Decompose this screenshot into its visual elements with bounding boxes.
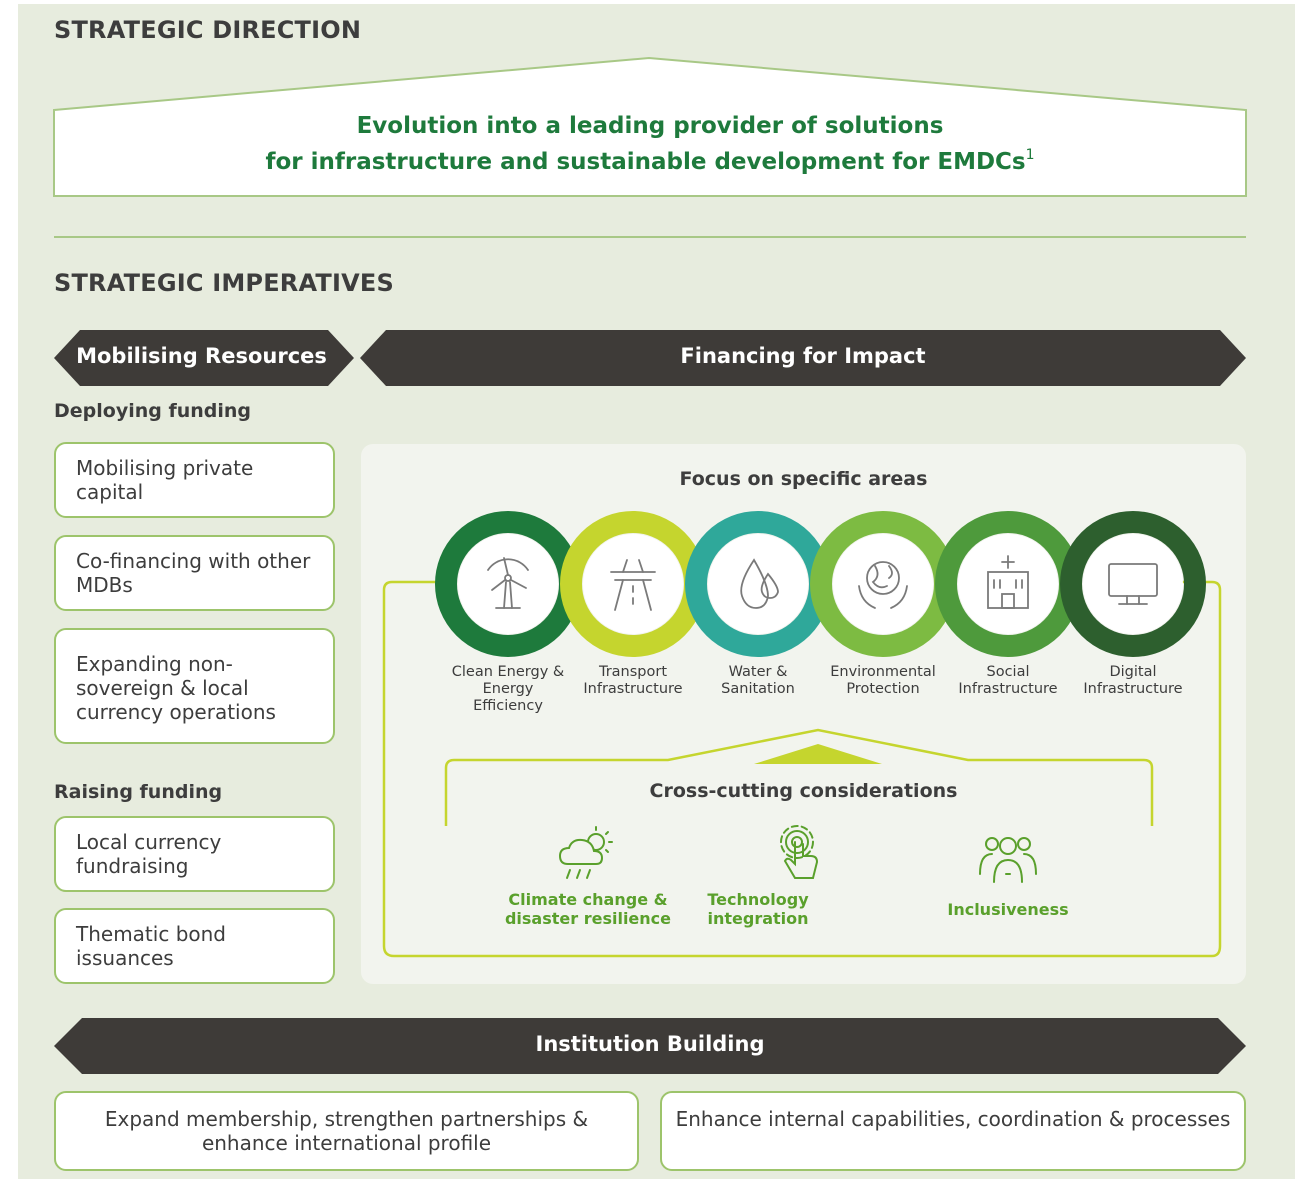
deploying-item: Expanding non-sovereign & local currency…: [54, 628, 335, 744]
raising-item: Thematic bond issuances: [54, 908, 335, 984]
deploying-item-text: Co-financing with other MDBs: [76, 549, 311, 597]
financing-banner-shape: [360, 330, 1246, 386]
focus-area-label: Water & Sanitation: [721, 664, 795, 697]
deploying-item-text: Mobilising private capital: [76, 456, 254, 504]
vision-line-2-wrap: for infrastructure and sustainable devel…: [52, 141, 1248, 177]
focus-area-label: Social Infrastructure: [958, 664, 1058, 697]
cross-cutting-label: Inclusiveness: [947, 900, 1069, 919]
deploying-funding-title: Deploying funding: [54, 400, 252, 422]
monitor-icon: [1108, 563, 1158, 605]
focus-ring-center: [583, 534, 683, 634]
focus-area-label: Environmental Protection: [830, 664, 936, 697]
water-drop-icon: [740, 558, 779, 609]
focus-ring-center: [958, 534, 1058, 634]
touch-tech-icon: [780, 825, 819, 879]
focus-ring-center: [708, 534, 808, 634]
vision-statement: Evolution into a leading provider of sol…: [52, 112, 1248, 177]
focus-ring-center: [1083, 534, 1183, 634]
strategic-imperatives-heading: STRATEGIC IMPERATIVES: [54, 269, 394, 297]
wind-turbine-icon: [487, 557, 529, 609]
mobilising-banner-shape: [54, 330, 354, 386]
cross-cutting-label: Technology integration: [707, 890, 809, 928]
cross-cutting-label: Climate change & disaster resilience: [504, 890, 672, 928]
hospital-icon: [987, 555, 1029, 609]
focus-rings: [435, 511, 1206, 657]
raising-item-text: Local currency fundraising: [76, 830, 222, 878]
road-icon: [610, 559, 656, 611]
focus-title: Focus on specific areas: [679, 468, 928, 490]
mobilising-resources-banner: Mobilising Resources: [76, 344, 327, 368]
deploying-item: Co-financing with other MDBs: [54, 535, 335, 611]
strategy-diagram: STRATEGIC DIRECTION Evolution into a lea…: [18, 4, 1295, 1179]
institution-item-text: Expand membership, strengthen partnershi…: [104, 1107, 589, 1155]
institution-item: Expand membership, strengthen partnershi…: [54, 1091, 639, 1171]
focus-ring-center: [833, 534, 933, 634]
cross-cutting-title: Cross-cutting considerations: [649, 780, 958, 802]
vision-house-shape: [53, 56, 1247, 197]
institution-item: Enhance internal capabilities, coordinat…: [660, 1091, 1246, 1171]
focus-ring-center: [458, 534, 558, 634]
focus-area-label: Clean Energy & Energy Efficiency: [451, 664, 565, 714]
financing-for-impact-banner: Financing for Impact: [680, 344, 926, 368]
globe-hands-icon: [858, 561, 908, 609]
vision-line-1: Evolution into a leading provider of sol…: [356, 113, 944, 139]
storm-cloud-icon: [558, 826, 613, 879]
focus-area-label: Transport Infrastructure: [583, 664, 683, 697]
institution-banner-shape: [54, 1018, 1246, 1074]
deploying-item-text: Expanding non-sovereign & local currency…: [76, 652, 276, 724]
institution-building-banner: Institution Building: [535, 1032, 765, 1056]
strategic-direction-heading: STRATEGIC DIRECTION: [54, 16, 362, 44]
institution-item-text: Enhance internal capabilities, coordinat…: [675, 1107, 1231, 1131]
vision-line-2: for infrastructure and sustainable devel…: [265, 149, 1026, 175]
deploying-item: Mobilising private capital: [54, 442, 335, 518]
raising-item-text: Thematic bond issuances: [76, 922, 226, 970]
section-divider: [54, 236, 1246, 238]
focus-ring: [1060, 511, 1206, 657]
raising-funding-title: Raising funding: [54, 781, 223, 803]
raising-item: Local currency fundraising: [54, 816, 335, 892]
focus-area-label: Digital Infrastructure: [1083, 664, 1183, 697]
people-icon: [979, 837, 1037, 883]
focus-frame: [382, 580, 1222, 958]
vision-footnote: 1: [1025, 147, 1035, 163]
